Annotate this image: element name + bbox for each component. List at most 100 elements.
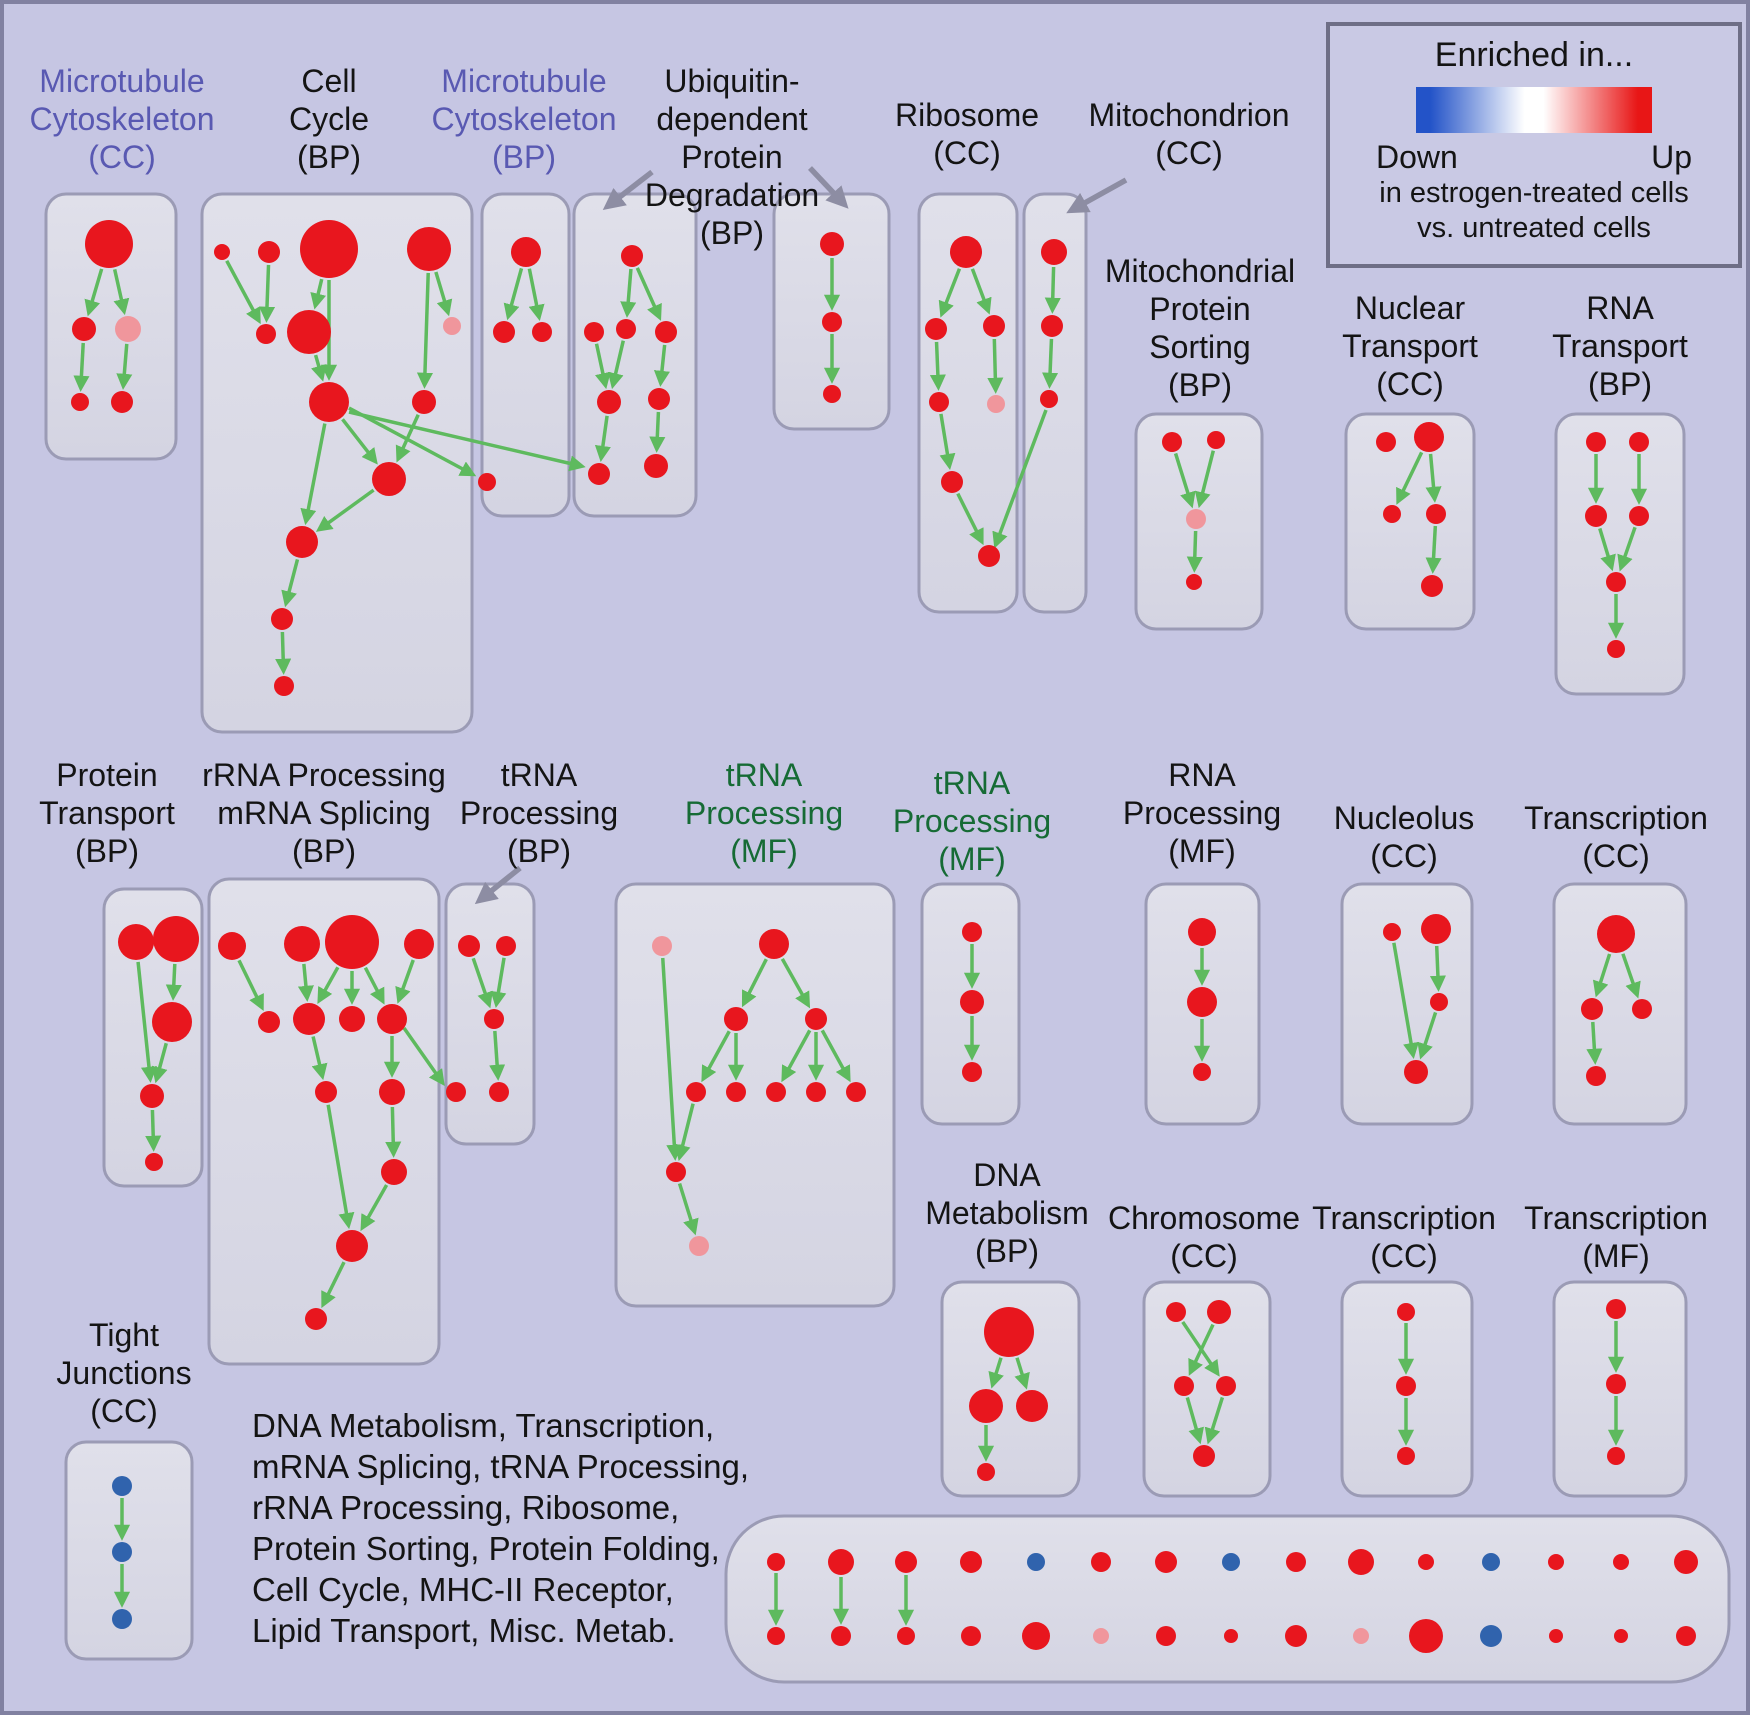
label-pointer-arrow xyxy=(602,169,654,211)
go-node-red xyxy=(511,237,541,267)
go-node-red xyxy=(977,1463,995,1481)
go-node-red xyxy=(325,915,379,969)
label-microtubule-cytoskeleton-cc: Microtubule Cytoskeleton (CC) xyxy=(29,63,215,176)
edge-arrow xyxy=(395,959,415,1004)
go-node-red xyxy=(925,318,947,340)
legend-subtitle-2: vs. untreated cells xyxy=(1417,212,1651,245)
edge-arrow xyxy=(987,338,1004,394)
edge-arrow xyxy=(594,415,611,462)
edge-arrow xyxy=(1186,530,1203,573)
label-trna-processing-mf-small: tRNA Processing (MF) xyxy=(892,765,1052,878)
go-node-red xyxy=(822,312,842,332)
edge-arrow xyxy=(315,488,375,532)
go-node-red xyxy=(766,1082,786,1102)
label-ubiquitin-degradation-bp: Ubiquitin- dependent Protein Degradation… xyxy=(644,63,820,252)
go-node-red xyxy=(300,220,358,278)
go-node-blue xyxy=(112,1542,132,1562)
edge-arrow xyxy=(649,411,666,453)
edge-arrow xyxy=(527,268,545,322)
label-rrna-mrna-bp: rRNA Processing mRNA Splicing (BP) xyxy=(202,757,446,870)
label-pointer-arrow xyxy=(808,166,849,209)
edge-arrow xyxy=(741,958,768,1008)
edge-arrow xyxy=(1598,527,1616,572)
go-node-red xyxy=(759,929,789,959)
go-node-red xyxy=(1216,1376,1236,1396)
edge-arrow xyxy=(237,959,264,1012)
edge-arrow xyxy=(225,259,261,325)
cluster-box-dna-metabolism-bp xyxy=(940,1280,1081,1498)
edge-arrow xyxy=(310,278,327,310)
go-node-red xyxy=(1426,504,1446,524)
label-mitochondrial-protein-sorting-bp: Mitochondrial Protein Sorting (BP) xyxy=(1104,253,1296,404)
go-node-red xyxy=(1607,1447,1625,1465)
go-node-red xyxy=(686,1082,706,1102)
edge-arrow xyxy=(503,267,524,321)
go-node-red xyxy=(1174,1376,1194,1396)
go-node-red xyxy=(1430,993,1448,1011)
go-node-red xyxy=(1396,1376,1416,1396)
go-node-red xyxy=(950,236,982,268)
edge-arrow xyxy=(1204,1396,1225,1445)
go-node-red xyxy=(484,1009,504,1029)
go-node-red xyxy=(118,924,154,960)
go-node-red xyxy=(1607,640,1625,658)
go-node-red xyxy=(1016,1390,1048,1422)
edge-arrow xyxy=(145,1109,162,1152)
edge-arrow xyxy=(165,963,182,1001)
edge-arrow xyxy=(1173,452,1196,509)
edge-arrow xyxy=(321,1261,346,1309)
go-node-red xyxy=(218,932,246,960)
go-node-red xyxy=(1286,1552,1306,1572)
go-node-red xyxy=(1629,506,1649,526)
edge-arrow xyxy=(1392,942,1419,1060)
go-node-red xyxy=(532,322,552,342)
edge-arrow xyxy=(607,340,625,390)
go-node-red xyxy=(1606,1374,1626,1394)
edge-arrow xyxy=(1044,266,1061,314)
edge-arrow xyxy=(635,267,662,321)
edge-arrow xyxy=(489,1030,506,1081)
edge-arrow xyxy=(988,1357,1004,1389)
go-node-red xyxy=(1193,1445,1215,1467)
go-node-red xyxy=(1166,1302,1186,1322)
edge-arrow xyxy=(653,344,670,387)
go-node-red xyxy=(1676,1626,1696,1646)
edge-arrow xyxy=(970,268,992,315)
go-node-pink xyxy=(1093,1628,1109,1644)
edge-arrow xyxy=(297,963,314,1002)
edge-arrow xyxy=(674,1103,695,1162)
label-pointer-arrow xyxy=(474,865,522,905)
go-node-red xyxy=(1581,998,1603,1020)
edge-arrow xyxy=(116,343,133,390)
go-node-pink xyxy=(987,395,1005,413)
go-node-red xyxy=(1376,432,1396,452)
go-node-red xyxy=(1187,987,1217,1017)
network-canvas xyxy=(44,166,1731,1684)
legend-up-label: Up xyxy=(1651,139,1692,175)
go-node-red xyxy=(1586,1066,1606,1086)
edge-arrow xyxy=(938,268,962,318)
cluster-box-chromosome-cc xyxy=(1142,1280,1272,1498)
go-node-blue xyxy=(1027,1553,1045,1571)
go-node-red xyxy=(895,1551,917,1573)
edge-arrow xyxy=(1417,1011,1438,1060)
edge-arrow xyxy=(434,271,453,317)
go-node-red xyxy=(1614,1629,1628,1643)
go-node-red xyxy=(1409,1619,1443,1653)
go-node-red xyxy=(1041,239,1067,265)
edge-arrow xyxy=(363,966,385,1005)
go-node-red xyxy=(655,321,677,343)
go-node-red xyxy=(287,310,331,354)
cross-cluster-edge-arrow xyxy=(348,410,586,472)
go-node-red xyxy=(805,1008,827,1030)
label-transcription-cc-bottom: Transcription (CC) xyxy=(1312,1200,1496,1275)
go-node-red xyxy=(1091,1552,1111,1572)
go-node-red xyxy=(831,1626,851,1646)
go-node-red xyxy=(588,463,610,485)
go-node-red xyxy=(293,1003,325,1035)
go-node-red xyxy=(274,676,294,696)
go-node-red xyxy=(258,1011,280,1033)
edge-arrow xyxy=(311,354,327,382)
go-node-blue xyxy=(112,1476,132,1496)
